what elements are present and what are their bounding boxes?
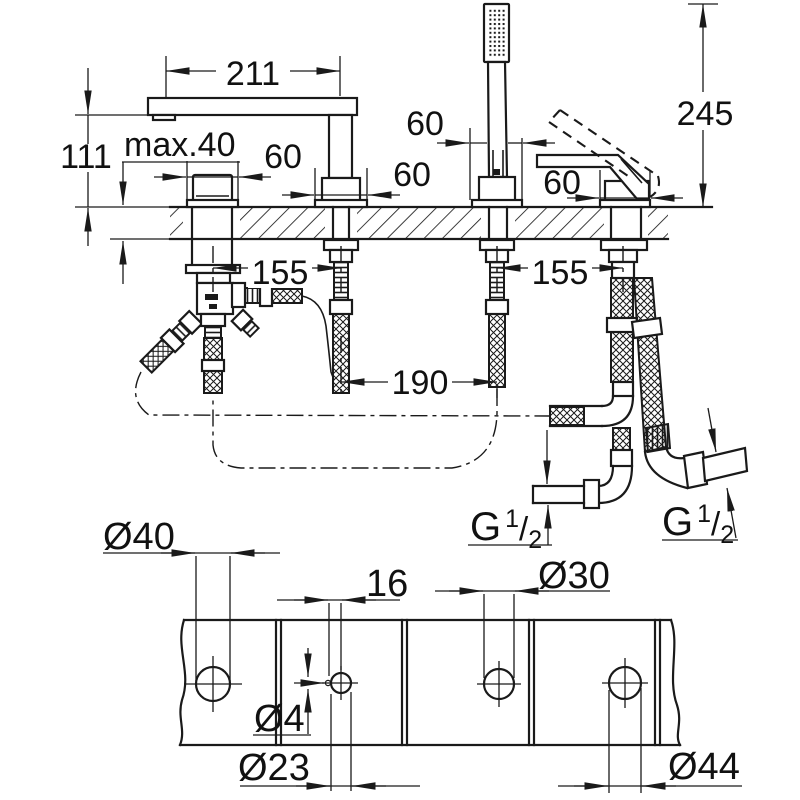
mixer-supply-hose-left — [531, 427, 634, 510]
diverter-to-spout-hose — [301, 295, 335, 381]
dim-spacing-center-label: 190 — [392, 364, 449, 402]
hand-shower-handle — [486, 60, 509, 179]
dim-pin-hole-label: Ø4 — [254, 698, 305, 740]
dim-width-diverter-label: 60 — [264, 138, 302, 176]
dim-spacing-left-label: 155 — [252, 254, 309, 292]
g-half-nut-right — [682, 450, 709, 490]
dim-spout-reach-label: 211 — [226, 55, 280, 93]
dim-hole-diverter-label: Ø40 — [103, 516, 175, 558]
dimensions-plan — [103, 549, 742, 793]
hose-routing-centerlines — [134, 371, 551, 469]
spout-base — [320, 176, 362, 203]
spray-face — [487, 8, 506, 58]
dim-hole-spout-label: Ø23 — [238, 747, 310, 789]
dim-spout-height-label: 111 — [60, 138, 112, 176]
mixer-escutcheon — [598, 198, 652, 209]
hand-shower-holder — [477, 175, 517, 203]
route-diverter-to-handshower — [212, 389, 498, 469]
dim-width-spout-label: 60 — [393, 156, 431, 194]
g-half-pipe-right — [701, 446, 749, 483]
mixer-supply-hose-right — [630, 277, 749, 490]
dim-width-handshower-label: 60 — [406, 105, 444, 143]
dim-spacing-right-label: 155 — [532, 254, 589, 292]
break-edge-right — [669, 618, 682, 747]
dim-max-deck-thickness-label: max.40 — [124, 126, 236, 164]
hand-shower-escutcheon — [470, 198, 524, 209]
dimensions-side — [58, 3, 738, 546]
mixer-outlet-hose — [548, 277, 639, 428]
dim-width-mixer-label: 60 — [543, 164, 581, 202]
plan-view: Ø40 16 Ø4 Ø23 Ø30 Ø44 — [103, 516, 742, 793]
dim-overall-height-label: 245 — [677, 95, 734, 133]
side-view: 211 245 111 max.40 60 60 60 60 155 155 1… — [58, 2, 749, 554]
spout-riser — [327, 113, 354, 180]
break-edge-left — [178, 618, 187, 747]
dim-hole-mixer-label: Ø44 — [668, 746, 740, 788]
deck-holes — [184, 656, 648, 712]
diverter-knob — [191, 173, 234, 203]
spout-arm — [146, 96, 359, 117]
deck-cross-section — [75, 205, 714, 241]
spout-escutcheon — [313, 198, 369, 209]
diverter-escutcheon — [185, 198, 240, 209]
spout-aerator — [151, 113, 177, 122]
dim-pin-offset-label: 16 — [366, 563, 408, 605]
deck-plan — [178, 618, 682, 747]
lever-raised-position — [559, 109, 659, 177]
route-mixer-to-diverter — [134, 371, 551, 417]
dim-hole-handshower-label: Ø30 — [538, 555, 610, 597]
